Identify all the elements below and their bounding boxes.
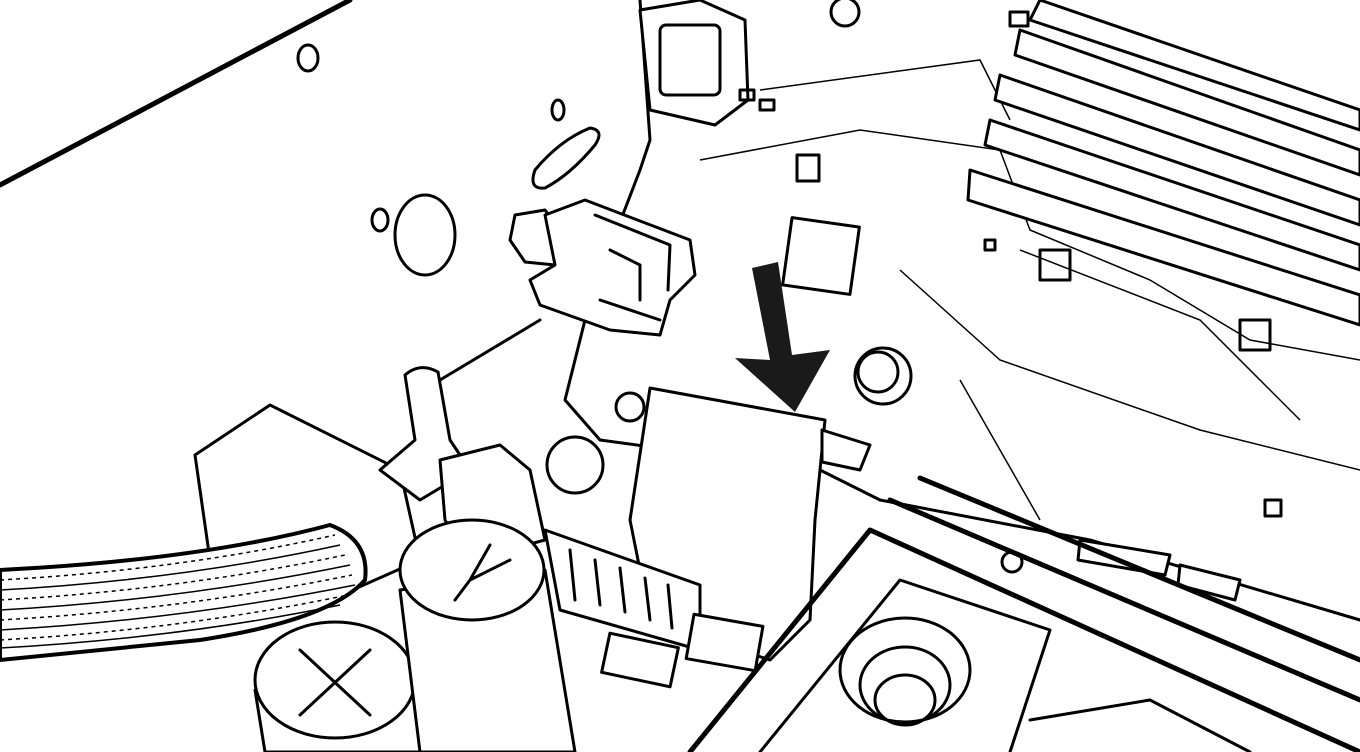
motherboard [563,0,1360,622]
chassis-panel [0,0,601,382]
drive-tray [687,475,1360,752]
chip [781,216,861,296]
electrolytic-capacitor-small [853,346,913,406]
connector-latch [508,198,697,337]
solder-pads [738,10,1283,518]
capacitor-large-right [398,518,577,752]
down-arrow-icon [735,262,830,412]
braided-cable [0,522,368,663]
heatsink [966,0,1360,327]
power-components [0,366,765,752]
capacitor-large-left [253,620,442,752]
hdmi-port [638,0,750,127]
board-connector-right [1076,538,1242,602]
pin-header [543,528,765,689]
